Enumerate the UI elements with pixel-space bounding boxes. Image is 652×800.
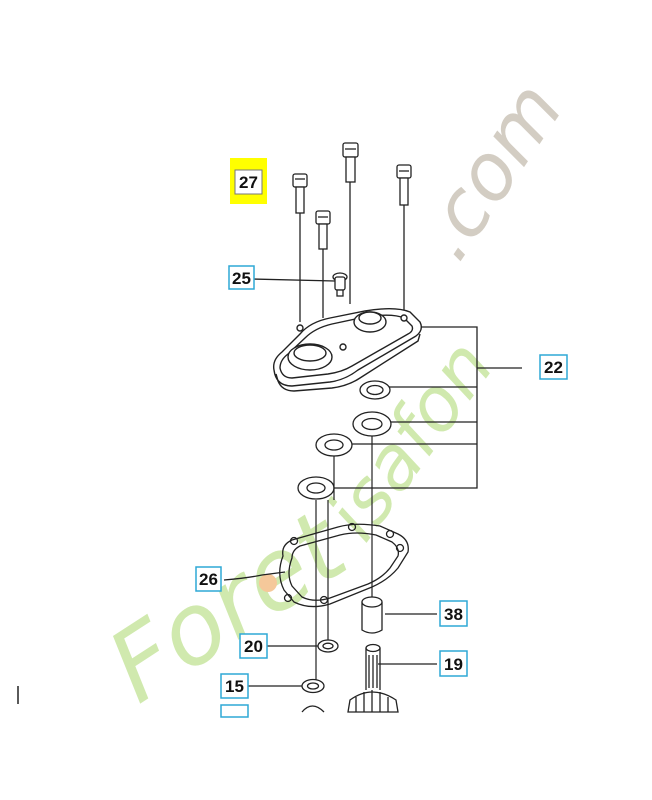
callout-20-label: 20 bbox=[244, 637, 263, 656]
callout-27: 27 bbox=[230, 158, 267, 204]
gasket bbox=[279, 522, 409, 608]
callout-26-label: 26 bbox=[199, 570, 218, 589]
bearing-2 bbox=[352, 411, 392, 437]
bearing-4 bbox=[297, 476, 335, 500]
callout-26: 26 bbox=[195, 566, 222, 592]
screw-d bbox=[315, 210, 331, 318]
gearbox-cover bbox=[272, 308, 423, 392]
washer-20 bbox=[317, 639, 339, 653]
callout-25-label: 25 bbox=[232, 269, 251, 288]
screw-a bbox=[292, 173, 308, 322]
callout-27-label: 27 bbox=[239, 173, 258, 192]
callouts: 27 25 22 26 38 20 19 15 bbox=[195, 158, 568, 718]
callout-22: 22 bbox=[539, 354, 568, 380]
callout-19-label: 19 bbox=[444, 655, 463, 674]
leader-lines bbox=[223, 278, 522, 687]
partial-parts bbox=[301, 705, 325, 713]
bearing-3 bbox=[315, 433, 353, 457]
callout-20: 20 bbox=[239, 633, 268, 659]
callout-22-label: 22 bbox=[544, 358, 563, 377]
bearings bbox=[297, 380, 392, 500]
watermark: Foret isafon .com bbox=[89, 67, 581, 726]
watermark-domain: .com bbox=[399, 67, 581, 276]
plug-25 bbox=[332, 272, 348, 297]
axis-lines bbox=[315, 436, 373, 680]
watermark-i-dot-orange bbox=[259, 574, 277, 592]
washers bbox=[301, 639, 339, 694]
sleeve-38 bbox=[361, 596, 383, 634]
callout-38: 38 bbox=[439, 600, 468, 627]
callout-19: 19 bbox=[439, 650, 468, 677]
screw-parts bbox=[292, 142, 412, 322]
washer-15 bbox=[301, 678, 325, 694]
screw-c bbox=[396, 164, 412, 316]
callout-38-label: 38 bbox=[444, 605, 463, 624]
bearing-1 bbox=[359, 380, 391, 400]
gear-shaft-19 bbox=[347, 643, 399, 713]
callout-partial bbox=[220, 704, 249, 718]
callout-15-label: 15 bbox=[225, 677, 244, 696]
callout-25: 25 bbox=[228, 265, 255, 290]
screw-b bbox=[342, 142, 359, 304]
callout-15: 15 bbox=[220, 673, 249, 699]
